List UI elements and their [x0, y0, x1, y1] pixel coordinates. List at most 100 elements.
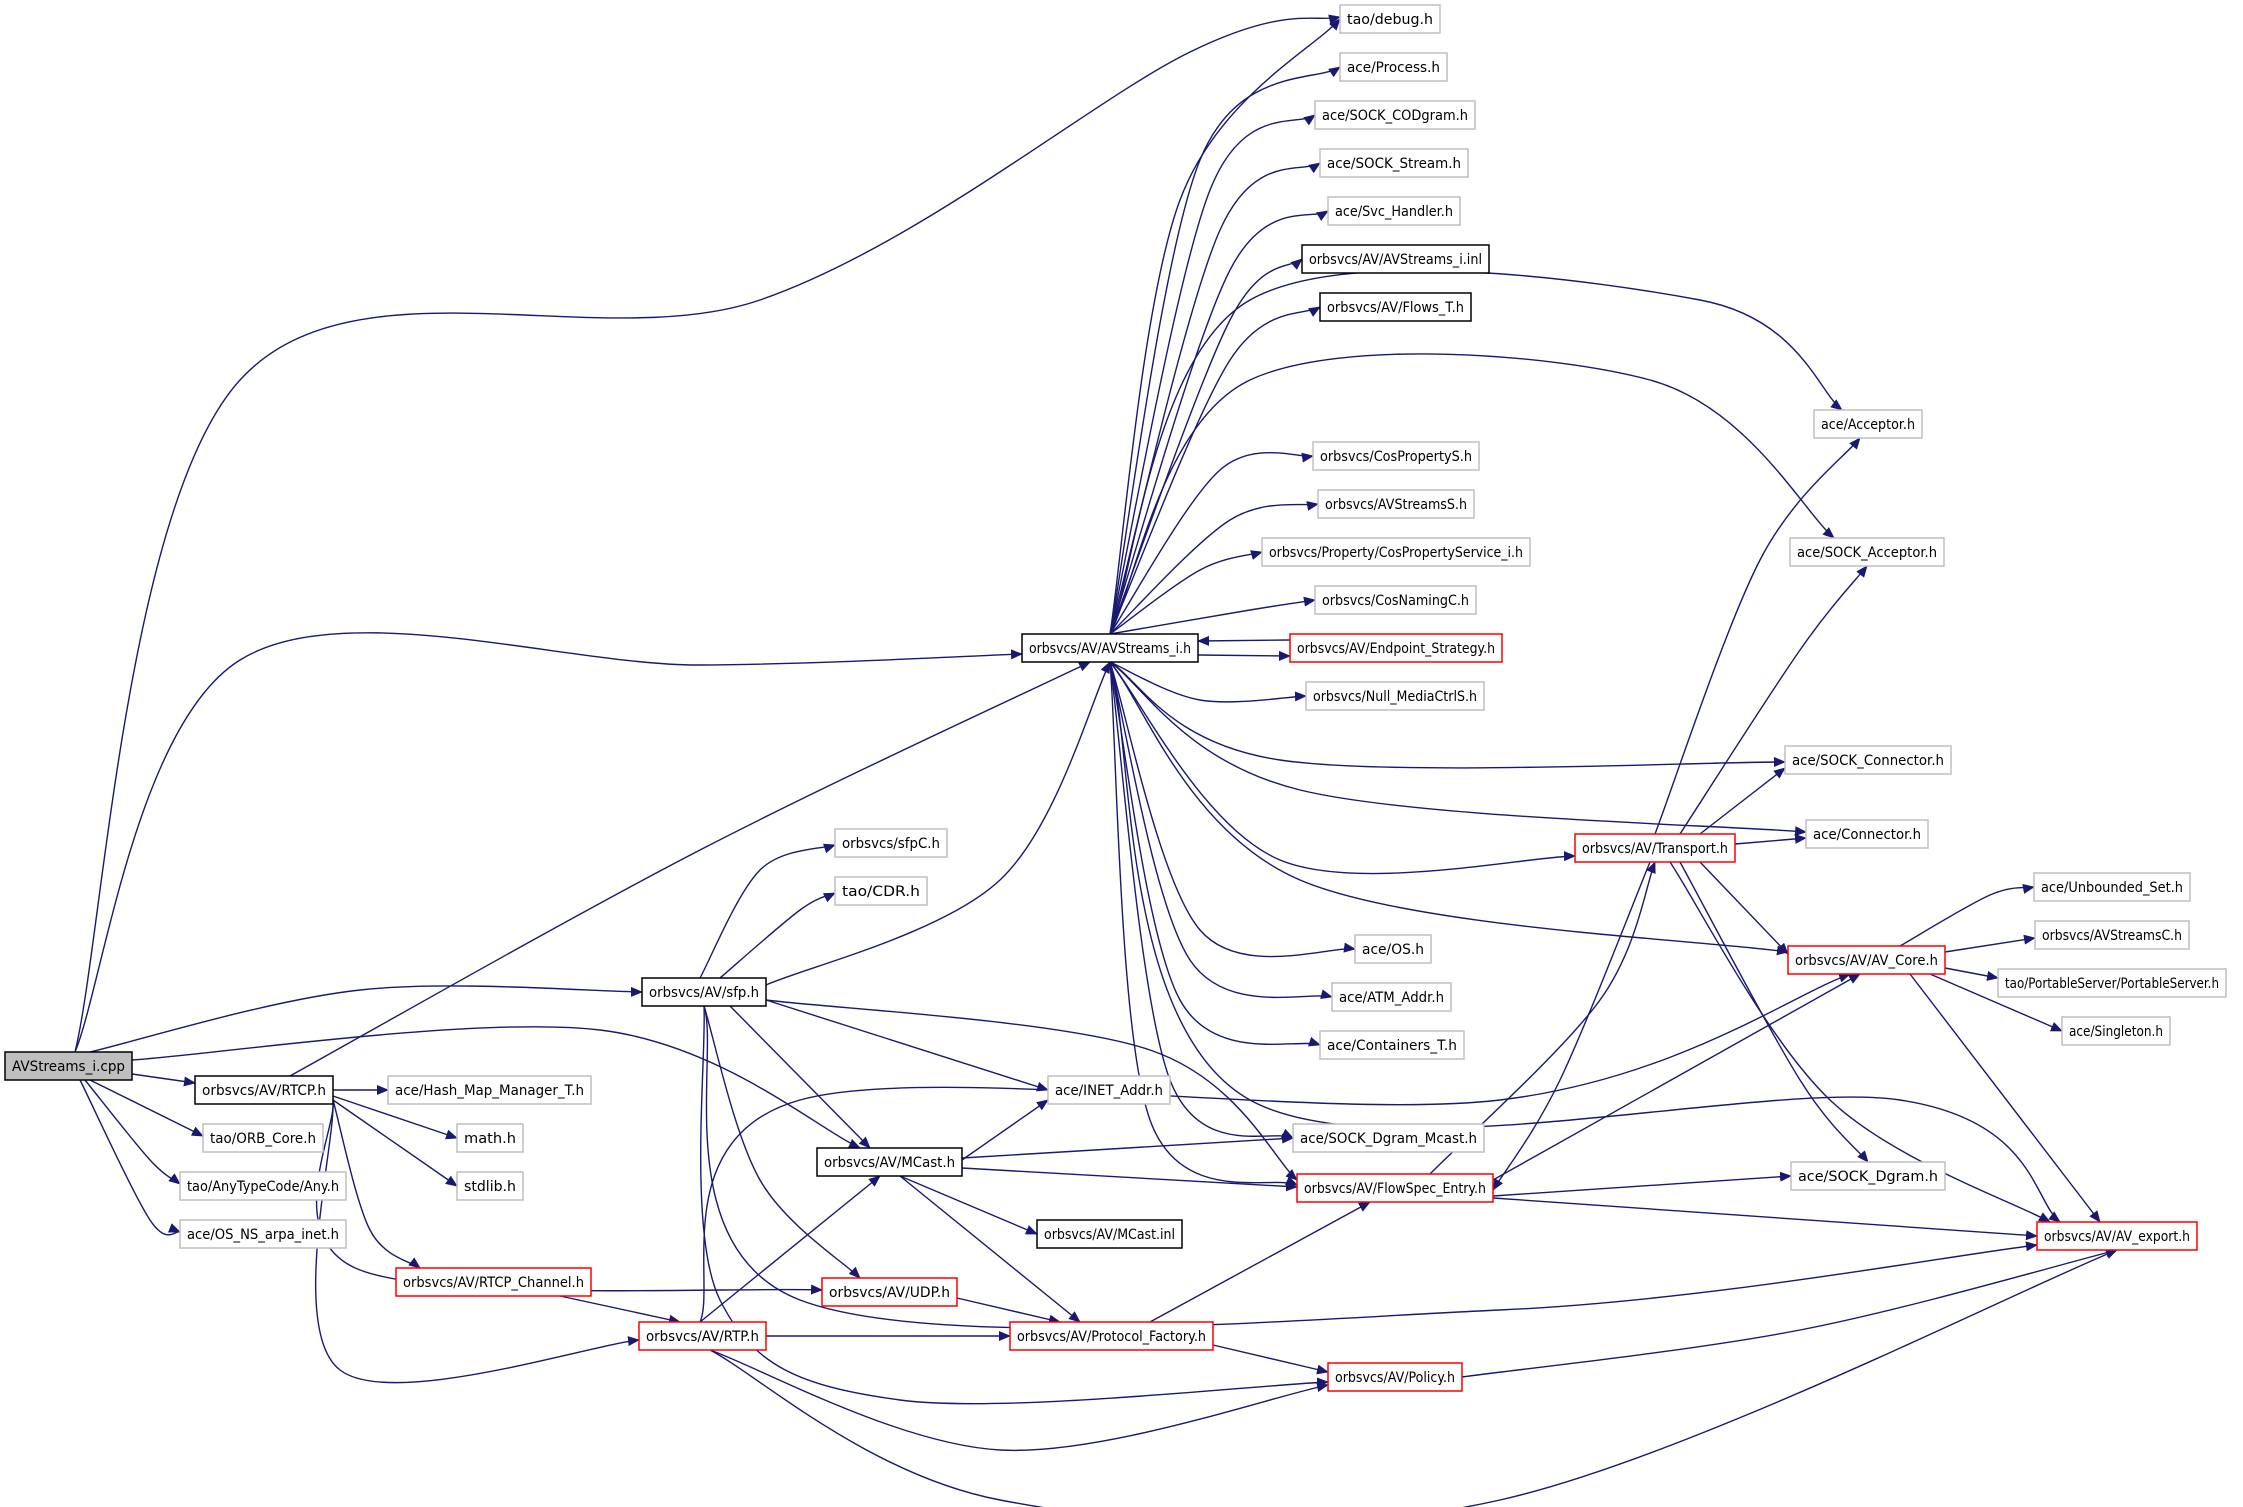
node-stdlib[interactable]: stdlib.h	[456, 1171, 524, 1201]
node-label: orbsvcs/AV/MCast.h	[824, 1155, 955, 1171]
node-sockdgram[interactable]: ace/SOCK_Dgram.h	[1790, 1161, 1946, 1191]
edge-arrow	[1109, 661, 1333, 1000]
node-sockconn[interactable]: ace/SOCK_Connector.h	[1784, 745, 1952, 775]
edge-avstreams-to-transport	[1109, 661, 1576, 875]
node-label: ace/OS.h	[1362, 942, 1424, 958]
edge-arrow	[559, 1295, 681, 1325]
edge-arrow	[899, 1175, 1081, 1323]
edge-flowspec-to-avexport	[1492, 1197, 2038, 1241]
node-udp[interactable]: orbsvcs/AV/UDP.h	[821, 1277, 958, 1307]
node-portable[interactable]: tao/PortableServer/PortableServer.h	[1997, 968, 2227, 998]
node-transport[interactable]: orbsvcs/AV/Transport.h	[1574, 833, 1736, 863]
node-rtcpchan[interactable]: orbsvcs/AV/RTCP_Channel.h	[395, 1267, 592, 1297]
edge-arrow	[315, 1099, 823, 1295]
node-singleton[interactable]: ace/Singleton.h	[2061, 1016, 2171, 1046]
node-box	[1319, 292, 1472, 322]
node-box	[1301, 244, 1490, 274]
node-box	[1314, 100, 1476, 130]
edge-arrow	[1197, 650, 1291, 661]
node-sockcod[interactable]: ace/SOCK_CODgram.h	[1314, 100, 1476, 130]
edge-avcore-to-avexport	[1909, 973, 2101, 1223]
edge-avstreams-to-cosnaming	[1109, 596, 1316, 635]
edge-mcast-to-flowspec	[961, 1167, 1298, 1192]
node-nullmedia[interactable]: orbsvcs/Null_MediaCtrlS.h	[1305, 681, 1485, 711]
node-policy[interactable]: orbsvcs/AV/Policy.h	[1327, 1362, 1463, 1392]
edge-avstreams-to-connector	[1109, 661, 1807, 837]
edge-rtcp-to-math	[332, 1095, 458, 1140]
edge-avstreams-to-sockconn	[1109, 661, 1786, 769]
node-box	[2036, 1221, 2198, 1251]
node-avstreamsc[interactable]: orbsvcs/AVStreamsC.h	[2034, 920, 2190, 950]
edge-arrow	[1109, 210, 1329, 635]
edge-arrow	[709, 1249, 2118, 1507]
edge-root-to-avstreams	[74, 632, 1023, 1053]
node-cosnaming[interactable]: orbsvcs/CosNamingC.h	[1314, 585, 1477, 615]
node-protofact[interactable]: orbsvcs/AV/Protocol_Factory.h	[1009, 1321, 1214, 1351]
node-label: orbsvcs/AV/MCast.inl	[1044, 1227, 1175, 1243]
node-atmaddr[interactable]: ace/ATM_Addr.h	[1331, 982, 1452, 1012]
node-osh[interactable]: ace/OS.h	[1354, 934, 1432, 964]
node-flowspec[interactable]: orbsvcs/AV/FlowSpec_Entry.h	[1296, 1173, 1494, 1203]
node-flowst[interactable]: orbsvcs/AV/Flows_T.h	[1319, 292, 1472, 322]
edge-root-to-orbcore	[89, 1079, 204, 1137]
node-process[interactable]: ace/Process.h	[1339, 52, 1448, 82]
node-box	[821, 1277, 958, 1307]
node-box	[456, 1171, 524, 1201]
node-cospropsvc[interactable]: orbsvcs/Property/CosPropertyService_i.h	[1261, 537, 1531, 567]
node-label: orbsvcs/AV/UDP.h	[829, 1285, 950, 1301]
edge-transport-to-flowspec	[1492, 861, 1651, 1191]
node-sockstream[interactable]: ace/SOCK_Stream.h	[1319, 148, 1469, 178]
node-box	[1314, 585, 1477, 615]
node-sfp[interactable]: orbsvcs/AV/sfp.h	[641, 977, 767, 1007]
node-avcore[interactable]: orbsvcs/AV/AV_Core.h	[1787, 945, 1946, 975]
node-box	[1813, 409, 1923, 439]
edge-arrow	[1944, 967, 1999, 981]
node-box	[4, 1051, 133, 1081]
edge-rtp-to-mcast	[699, 1175, 881, 1323]
node-containers[interactable]: ace/Containers_T.h	[1319, 1030, 1465, 1060]
node-unbset[interactable]: ace/Unbounded_Set.h	[2033, 872, 2191, 902]
edge-avstreams-to-containers	[1109, 661, 1321, 1047]
node-sockacc[interactable]: ace/SOCK_Acceptor.h	[1789, 537, 1945, 567]
node-mcastinl[interactable]: orbsvcs/AV/MCast.inl	[1036, 1219, 1183, 1249]
node-avstreams[interactable]: orbsvcs/AV/AVStreams_i.h	[1021, 633, 1199, 663]
node-osarpa[interactable]: ace/OS_NS_arpa_inet.h	[179, 1219, 347, 1249]
node-svchandler[interactable]: ace/Svc_Handler.h	[1327, 196, 1461, 226]
node-label: ace/Singleton.h	[2069, 1024, 2163, 1040]
edge-arrow	[74, 14, 1341, 1053]
node-inetaddr[interactable]: ace/INET_Addr.h	[1047, 1075, 1171, 1105]
node-cdr[interactable]: tao/CDR.h	[834, 876, 928, 906]
node-math[interactable]: math.h	[456, 1123, 524, 1153]
node-root[interactable]: AVStreams_i.cpp	[4, 1051, 133, 1081]
edge-arrow	[1699, 861, 1789, 955]
node-avinl[interactable]: orbsvcs/AV/AVStreams_i.inl	[1301, 244, 1490, 274]
edge-arrow	[1109, 18, 1341, 635]
node-rtp[interactable]: orbsvcs/AV/RTP.h	[638, 1321, 767, 1351]
node-acceptor[interactable]: ace/Acceptor.h	[1813, 409, 1923, 439]
edge-flowspec-to-sockdgram	[1492, 1171, 1792, 1197]
node-orbcore[interactable]: tao/ORB_Core.h	[202, 1123, 324, 1153]
node-rtcp[interactable]: orbsvcs/AV/RTCP.h	[194, 1075, 334, 1105]
edge-arrow	[765, 661, 1111, 986]
edge-arrow	[1109, 661, 1356, 958]
edge-rtp-to-policy	[709, 1349, 1329, 1452]
node-endpoint[interactable]: orbsvcs/AV/Endpoint_Strategy.h	[1289, 633, 1503, 663]
edge-arrow	[332, 1099, 421, 1269]
node-box	[1289, 633, 1503, 663]
node-connector[interactable]: ace/Connector.h	[1805, 819, 1929, 849]
node-any[interactable]: tao/AnyTypeCode/Any.h	[179, 1171, 347, 1201]
node-avstreamss[interactable]: orbsvcs/AVStreamsS.h	[1317, 489, 1475, 519]
node-avexport[interactable]: orbsvcs/AV/AV_export.h	[2036, 1221, 2198, 1251]
node-debug[interactable]: tao/debug.h	[1339, 4, 1441, 34]
node-box	[1805, 819, 1929, 849]
node-box	[1319, 148, 1469, 178]
node-box	[1261, 537, 1531, 567]
node-label: orbsvcs/AV/RTP.h	[646, 1329, 759, 1345]
edge-arrow	[709, 1349, 1329, 1452]
node-sfpc[interactable]: orbsvcs/sfpC.h	[834, 828, 948, 858]
node-cosprops[interactable]: orbsvcs/CosPropertyS.h	[1312, 441, 1480, 471]
node-mcast[interactable]: orbsvcs/AV/MCast.h	[816, 1147, 963, 1177]
node-sockdgmcast[interactable]: ace/SOCK_Dgram_Mcast.h	[1292, 1123, 1485, 1153]
node-hashmap[interactable]: ace/Hash_Map_Manager_T.h	[387, 1075, 592, 1105]
node-box	[1021, 633, 1199, 663]
